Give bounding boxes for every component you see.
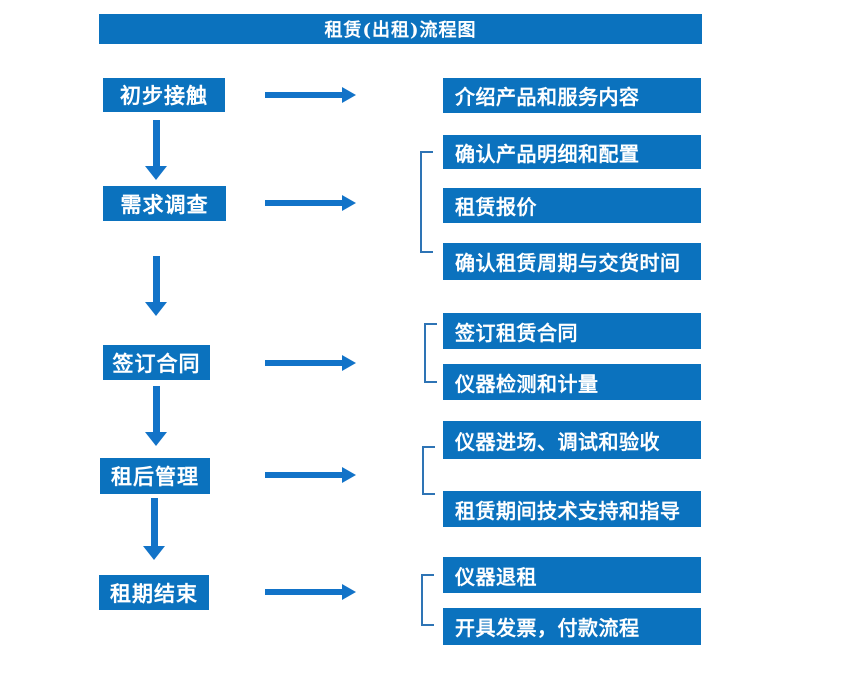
detail-box-sign-rental-contract: 签订租赁合同 [443, 313, 701, 349]
arrow-down-icon [143, 498, 165, 560]
arrow-shaft [265, 589, 342, 595]
arrow-head [342, 87, 356, 103]
arrow-shaft [152, 120, 160, 166]
step-box-post-rental-management: 租后管理 [100, 458, 210, 494]
arrow-head [342, 584, 356, 600]
detail-box-instrument-testing-metering: 仪器检测和计量 [443, 364, 701, 400]
arrow-right-icon [265, 195, 356, 211]
arrow-down-icon [145, 386, 167, 446]
arrow-head [342, 195, 356, 211]
arrow-down-icon [145, 256, 167, 316]
detail-box-introduce-products-services: 介绍产品和服务内容 [443, 78, 701, 113]
group-bracket [420, 151, 433, 253]
detail-box-instrument-entry-debug-acceptance: 仪器进场、调试和验收 [443, 421, 701, 459]
arrow-shaft [150, 498, 158, 546]
group-bracket [424, 323, 437, 383]
arrow-shaft [152, 386, 160, 432]
arrow-shaft [265, 92, 342, 98]
step-box-demand-survey: 需求调查 [103, 186, 226, 221]
detail-box-confirm-product-config: 确认产品明细和配置 [443, 135, 701, 169]
detail-box-rental-quote: 租赁报价 [443, 188, 701, 223]
arrow-head [145, 166, 167, 180]
detail-box-confirm-period-delivery: 确认租赁周期与交货时间 [443, 243, 701, 280]
group-bracket [421, 574, 434, 626]
group-bracket [422, 446, 435, 495]
detail-box-instrument-return: 仪器退租 [443, 557, 701, 593]
step-box-sign-contract: 签订合同 [103, 345, 210, 380]
arrow-right-icon [265, 87, 356, 103]
arrow-head [143, 546, 165, 560]
arrow-down-icon [145, 120, 167, 180]
arrow-head [342, 355, 356, 371]
arrow-right-icon [265, 584, 356, 600]
arrow-right-icon [265, 467, 356, 483]
step-box-rental-end: 租期结束 [99, 575, 209, 610]
step-box-initial-contact: 初步接触 [103, 78, 225, 112]
arrow-head [145, 432, 167, 446]
detail-box-technical-support-guidance: 租赁期间技术支持和指导 [443, 491, 701, 527]
flowchart-title: 租赁(出租)流程图 [99, 14, 702, 44]
arrow-head [342, 467, 356, 483]
arrow-right-icon [265, 355, 356, 371]
arrow-shaft [265, 200, 342, 206]
arrow-shaft [265, 472, 342, 478]
detail-box-invoice-payment-process: 开具发票，付款流程 [443, 608, 701, 645]
arrow-shaft [265, 360, 342, 366]
arrow-shaft [152, 256, 160, 302]
arrow-head [145, 302, 167, 316]
